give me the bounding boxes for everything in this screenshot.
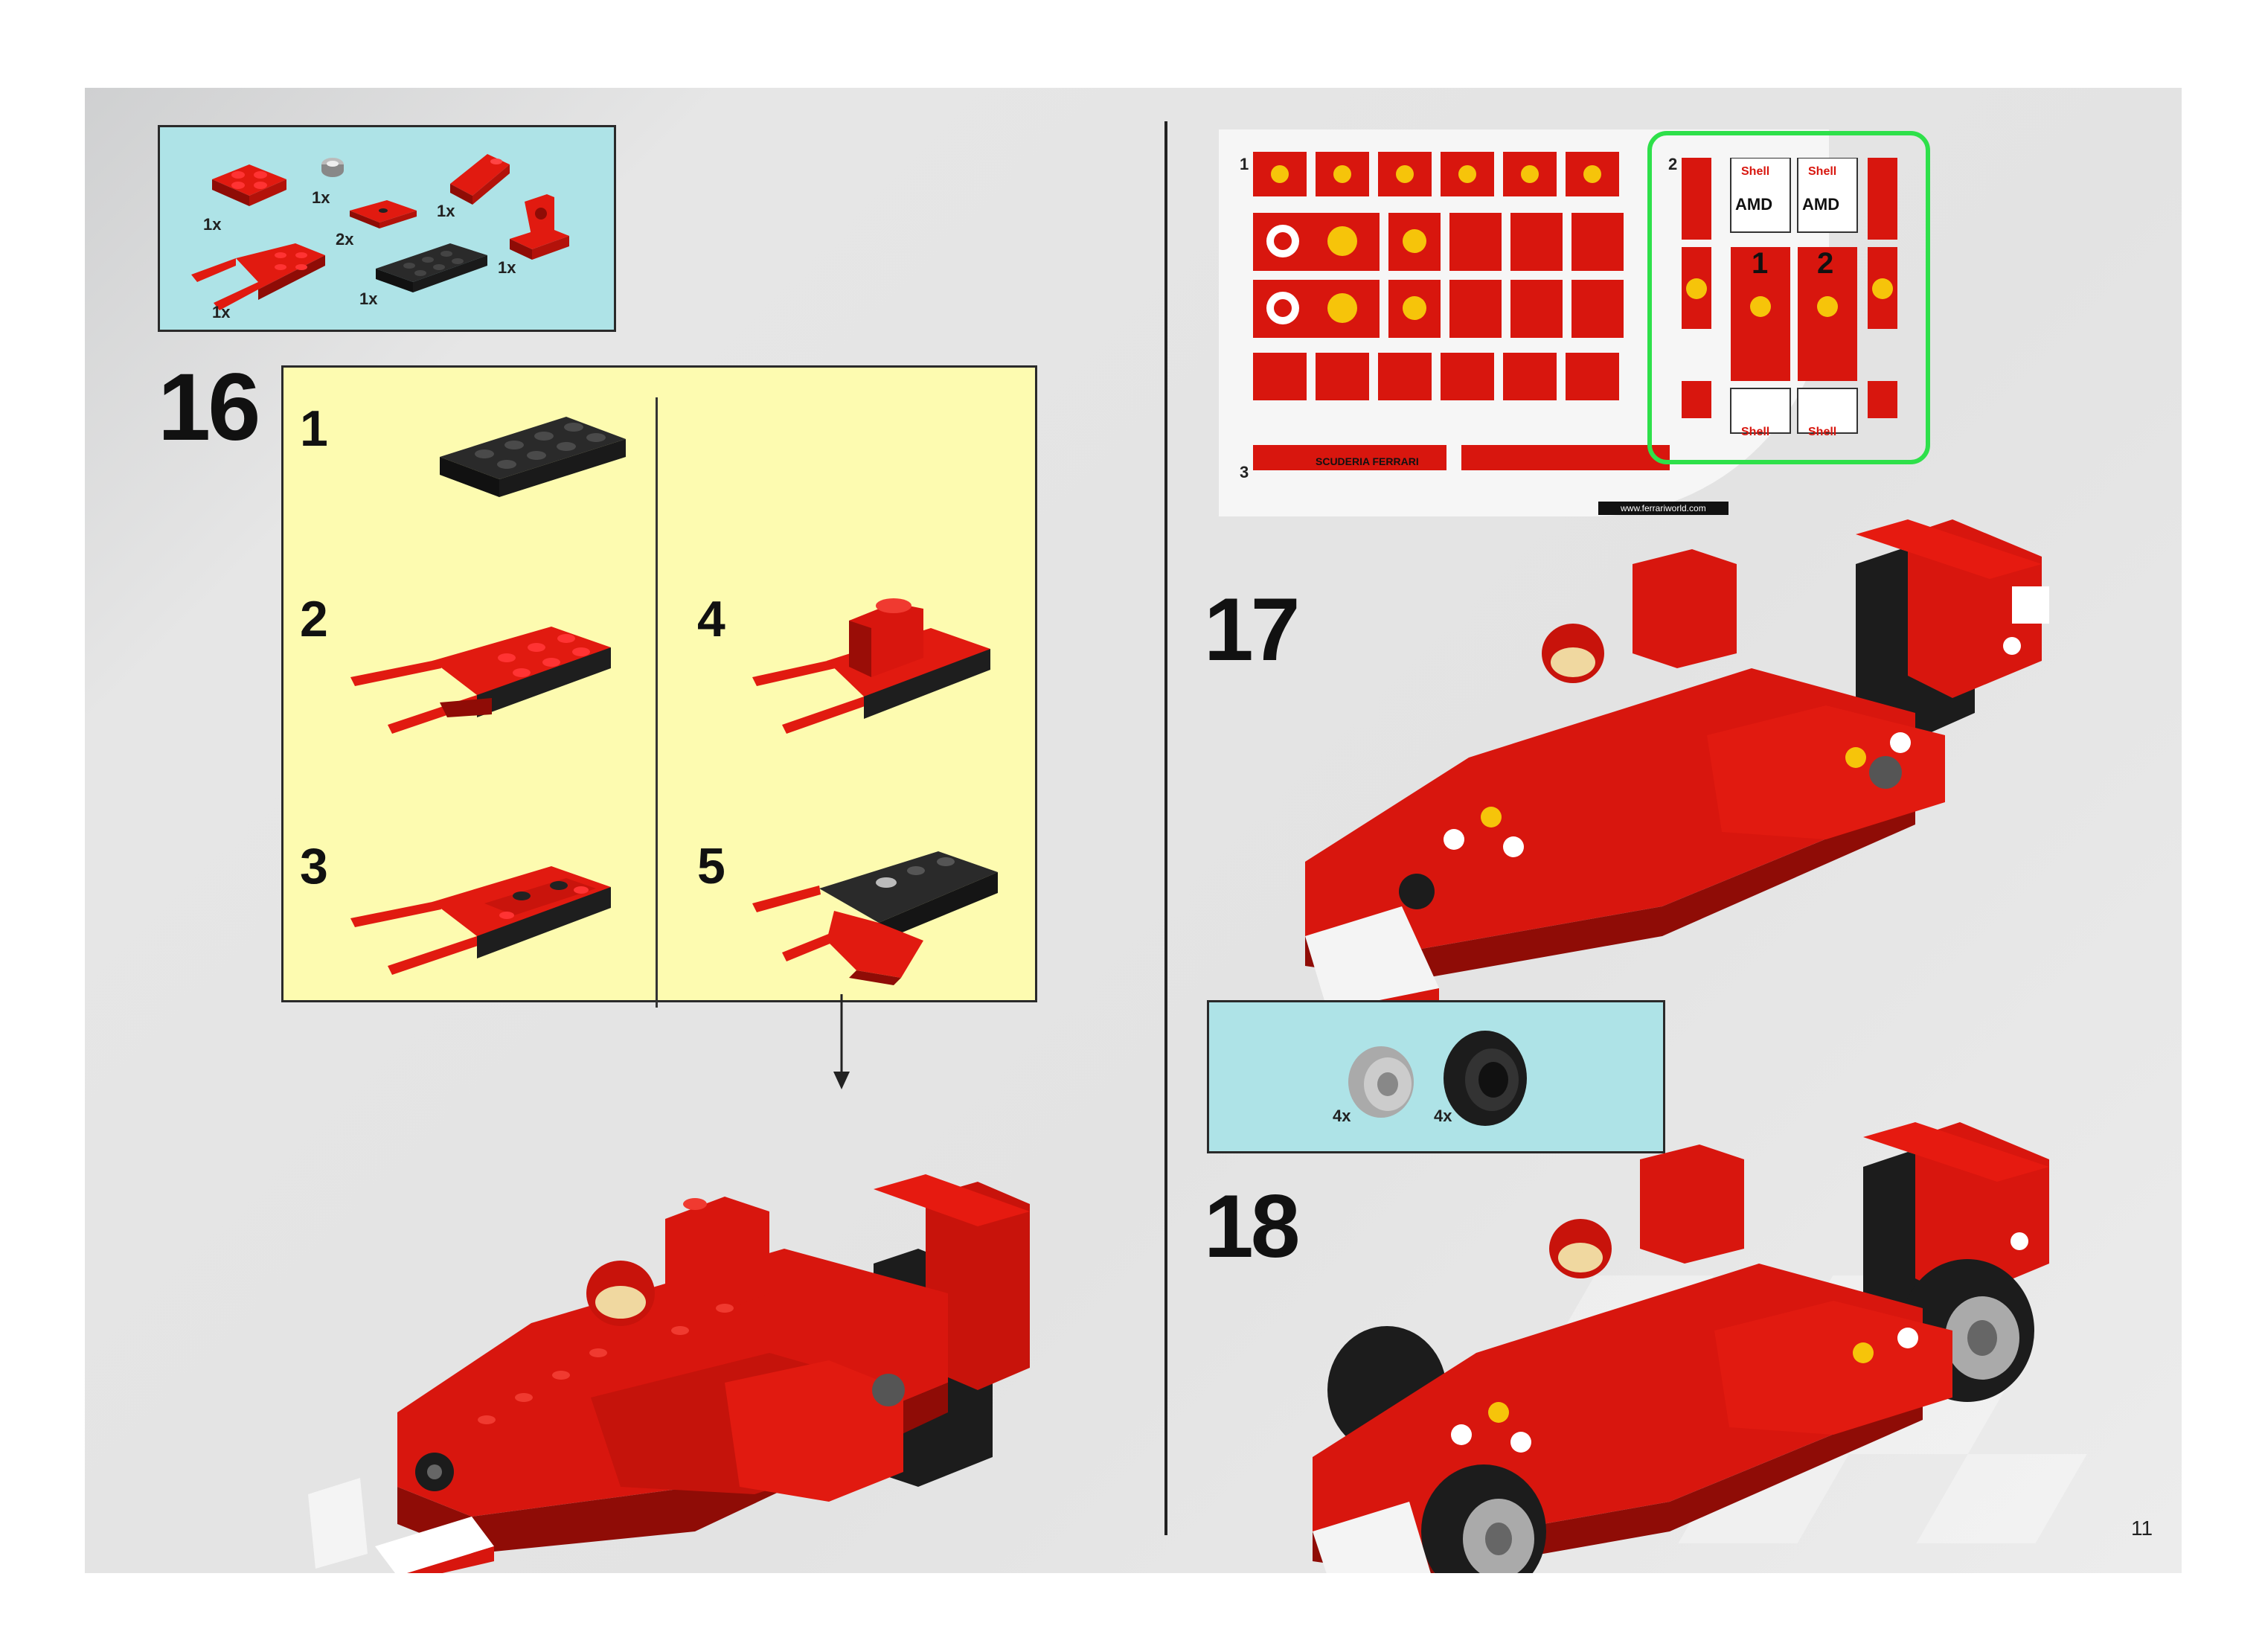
sticker-section-label: 1 [1240, 155, 1249, 174]
part-qty: 1x [437, 202, 455, 221]
wedge-assembly-illustration [343, 606, 641, 755]
red-wedge-plate-icon [184, 222, 333, 312]
highlighted-sticker-group: 2 Shell Shell AMD AMD 1 2 Shell Shell [1647, 131, 1930, 464]
banner-sticker-text: SCUDERIA FERRARI [1316, 455, 1419, 467]
part-qty: 1x [212, 303, 230, 322]
shell-sticker-text: Shell [1808, 165, 1836, 179]
red-tile-1x2-icon [346, 194, 420, 231]
step-number: 16 [158, 360, 257, 455]
sticker-section-label: 2 [1668, 155, 1677, 174]
red-plate-2x2-icon [205, 150, 294, 209]
part-qty: 2x [336, 230, 353, 249]
substep-number: 5 [697, 841, 725, 891]
part-qty: 1x [359, 289, 377, 309]
substep-number: 3 [300, 841, 328, 891]
gray-round-tile-icon [318, 154, 347, 181]
part-qty: 1x [312, 188, 330, 208]
substep-number: 2 [300, 594, 328, 644]
parts-callout: 1x 1x 1x 2x 1x 1x 1x [158, 125, 616, 332]
shell-sticker-text: Shell [1741, 165, 1769, 179]
red-bracket-icon [502, 187, 577, 269]
sticker-grid-illustration [1253, 152, 1670, 479]
substep-number: 4 [697, 594, 725, 644]
sticker-sheet: 1 3 SCUDERIA FERRARI www.ferrariworld.co… [1219, 129, 1829, 516]
amd-sticker-text: AMD [1735, 195, 1772, 214]
race-car-step18-illustration [1283, 1100, 2146, 1573]
race-car-step16-illustration [308, 1070, 1171, 1573]
black-plate-2x4-icon [368, 231, 495, 298]
amd-sticker-text: AMD [1802, 195, 1839, 214]
shell-sticker-text: Shell [1808, 426, 1836, 439]
flipped-assembly-illustration [745, 829, 1028, 1000]
race-car-step17-illustration [1275, 490, 2138, 1025]
shell-sticker-text: Shell [1741, 426, 1769, 439]
page-number: 11 [2131, 1517, 2153, 1540]
part-qty: 1x [498, 258, 516, 278]
numbered-stickers-illustration [1682, 158, 1905, 441]
tile-assembly-illustration [343, 844, 641, 993]
sticker-section-label: 3 [1240, 463, 1249, 482]
instruction-page: 1x 1x 1x 2x 1x 1x 1x 16 1 2 3 4 5 [85, 88, 2182, 1573]
number-sticker: 2 [1817, 247, 1833, 281]
black-plate-illustration [432, 405, 633, 516]
substeps-divider [656, 397, 658, 1008]
bracket-assembly-illustration [745, 583, 1028, 755]
substep-number: 1 [300, 403, 328, 454]
number-sticker: 1 [1752, 247, 1768, 281]
substeps-panel: 1 2 3 4 5 [281, 365, 1037, 1002]
